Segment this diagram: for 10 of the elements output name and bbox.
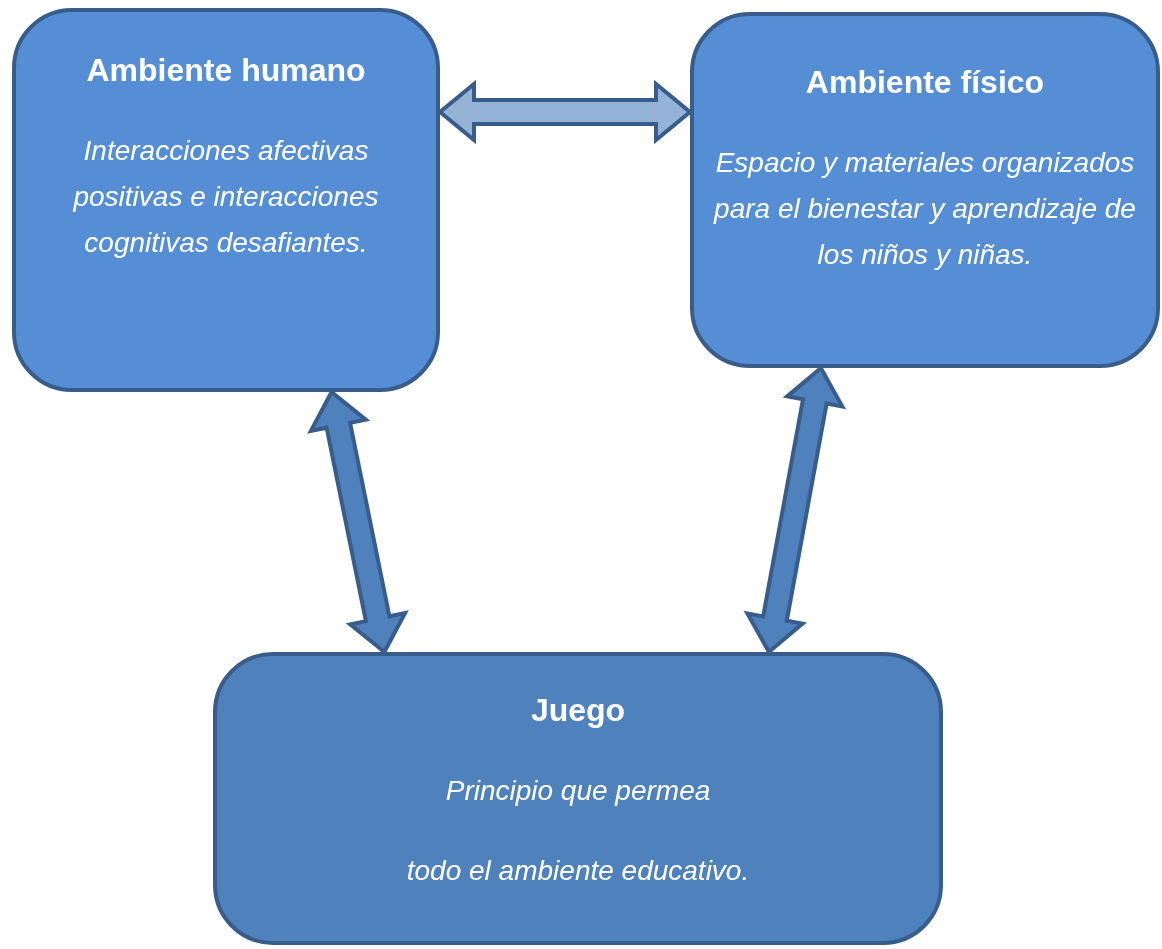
rounded-box — [213, 652, 943, 945]
box-description: Interacciones afectivas positivas e interacciones cognitivas desafiantes. — [72, 134, 380, 260]
box-heading: Juego — [530, 691, 626, 730]
box-description: Principio que permea — [445, 774, 711, 808]
box-heading: Ambiente físico — [805, 63, 1045, 102]
box-description: Espacio y materiales organizados para el bienestar y aprendizaje de los niños y niñas. — [712, 146, 1137, 272]
rounded-box — [690, 12, 1160, 368]
box-heading: Ambiente humano — [86, 51, 366, 90]
rounded-box — [12, 8, 440, 392]
box-description: todo el ambiente educativo. — [406, 854, 750, 888]
